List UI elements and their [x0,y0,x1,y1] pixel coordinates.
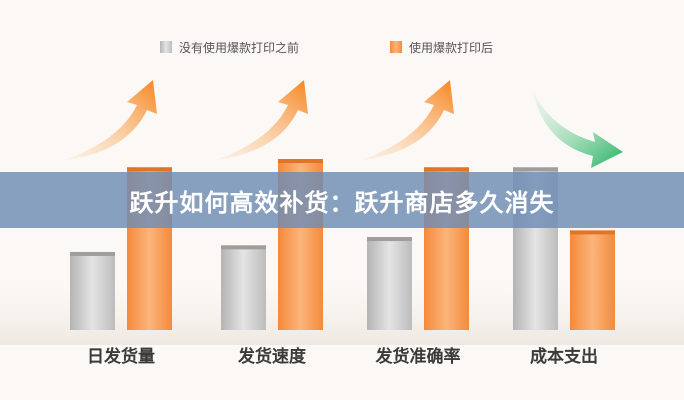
legend-swatch-after [390,41,402,53]
trend-up-arrow-icon-1 [216,80,308,160]
trend-up-arrow-icon-2 [362,80,454,160]
bar-after-3 [570,230,615,330]
category-label-0: 日发货量 [87,346,155,367]
category-labels: 日发货量 发货速度 发货准确率 成本支出 [87,346,598,367]
category-label-3: 成本支出 [530,346,598,367]
bar-cap-after-3 [570,230,615,235]
bar-cap-before-2 [367,237,412,242]
banner-title: 跃升如何高效补货：跃升商店多久消失 [129,188,555,217]
arrows-group [65,80,623,168]
category-label-1: 发货速度 [237,346,307,367]
bar-cap-after-1 [278,159,323,164]
bar-cap-before-0 [70,251,115,256]
bar-cap-after-2 [424,167,469,172]
legend-swatch-before [160,41,172,53]
bar-before-1 [221,245,266,330]
bar-before-0 [70,251,115,330]
category-label-2: 发货准确率 [375,346,461,367]
legend: 没有使用爆款打印之前 使用爆款打印后 [160,40,493,55]
trend-up-arrow-icon-0 [65,80,157,160]
trend-down-arrow-icon-3 [533,92,623,168]
bar-cap-after-0 [127,167,172,172]
bar-cap-before-3 [513,167,558,172]
legend-label-after: 使用爆款打印后 [409,40,493,55]
title-banner: 跃升如何高效补货：跃升商店多久消失 [0,172,684,228]
bar-before-2 [367,237,412,330]
legend-label-before: 没有使用爆款打印之前 [179,40,299,55]
bar-cap-before-1 [221,245,266,250]
